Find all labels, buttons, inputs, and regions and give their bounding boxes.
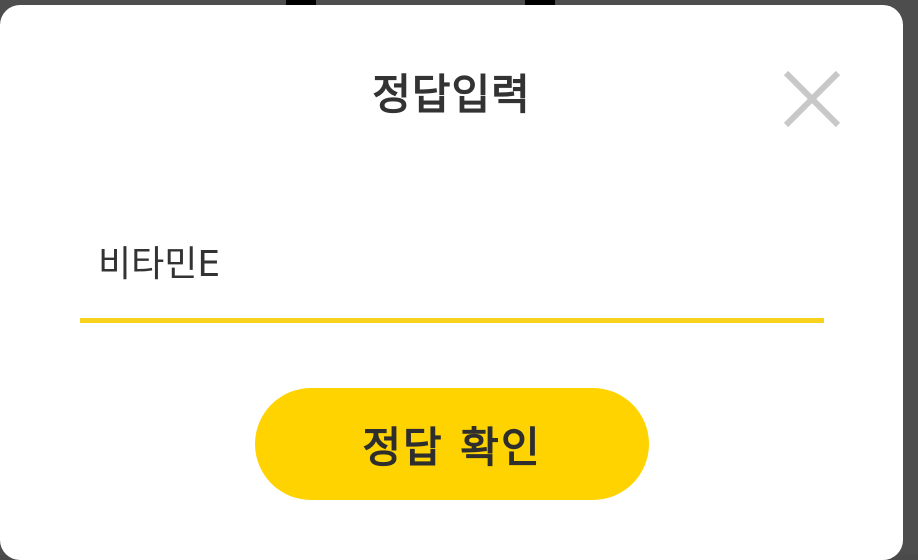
close-icon — [783, 70, 841, 128]
close-button[interactable] — [778, 65, 846, 133]
answer-dialog: 정답입력 정답 확인 — [0, 5, 903, 560]
background-content — [525, 0, 555, 6]
answer-input[interactable] — [98, 231, 798, 291]
answer-field[interactable] — [80, 223, 824, 323]
dialog-title: 정답입력 — [372, 70, 531, 119]
background-content — [286, 0, 316, 6]
confirm-answer-button[interactable]: 정답 확인 — [255, 388, 649, 500]
